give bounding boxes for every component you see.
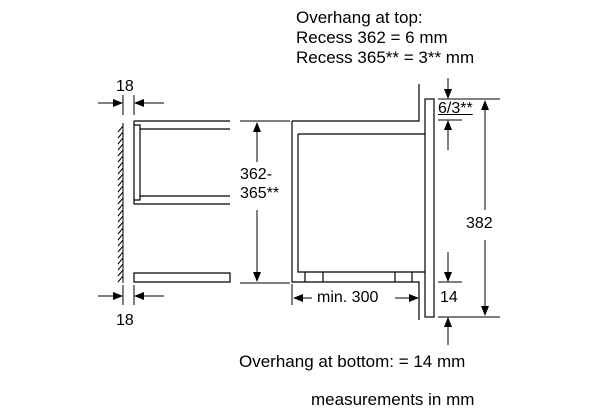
total-height-label: 382	[466, 215, 493, 232]
overhang-bottom-note: Overhang at bottom: = 14 mm	[239, 352, 466, 371]
wall-thickness-bottom-label: 18	[116, 312, 134, 329]
bottom-overhang-label: 14	[440, 289, 458, 306]
dim-recess-height	[240, 120, 290, 284]
dim-18-bottom	[98, 285, 164, 305]
upper-cabinet	[133, 120, 230, 205]
dim-top-overhang	[438, 78, 500, 150]
recess-height-line2: 365**	[240, 185, 280, 202]
overhang-top-recess-365: Recess 365** = 3** mm	[296, 48, 475, 67]
units-note: measurements in mm	[311, 390, 475, 409]
wall-hatch	[117, 123, 124, 283]
dim-min-300	[291, 284, 419, 305]
wall-thickness-top-label: 18	[116, 78, 134, 95]
top-overhang-label: 6/3**	[438, 100, 473, 117]
overhang-top-title: Overhang at top:	[296, 8, 423, 27]
overhang-top-recess-362: Recess 362 = 6 mm	[296, 28, 448, 47]
recess-height-line1: 362-	[240, 166, 273, 183]
dim-bottom-overhang	[438, 252, 500, 345]
appliance	[291, 84, 435, 320]
lower-shelf	[133, 272, 231, 283]
dim-18-top	[98, 95, 164, 115]
min-depth-label: min. 300	[317, 289, 379, 306]
